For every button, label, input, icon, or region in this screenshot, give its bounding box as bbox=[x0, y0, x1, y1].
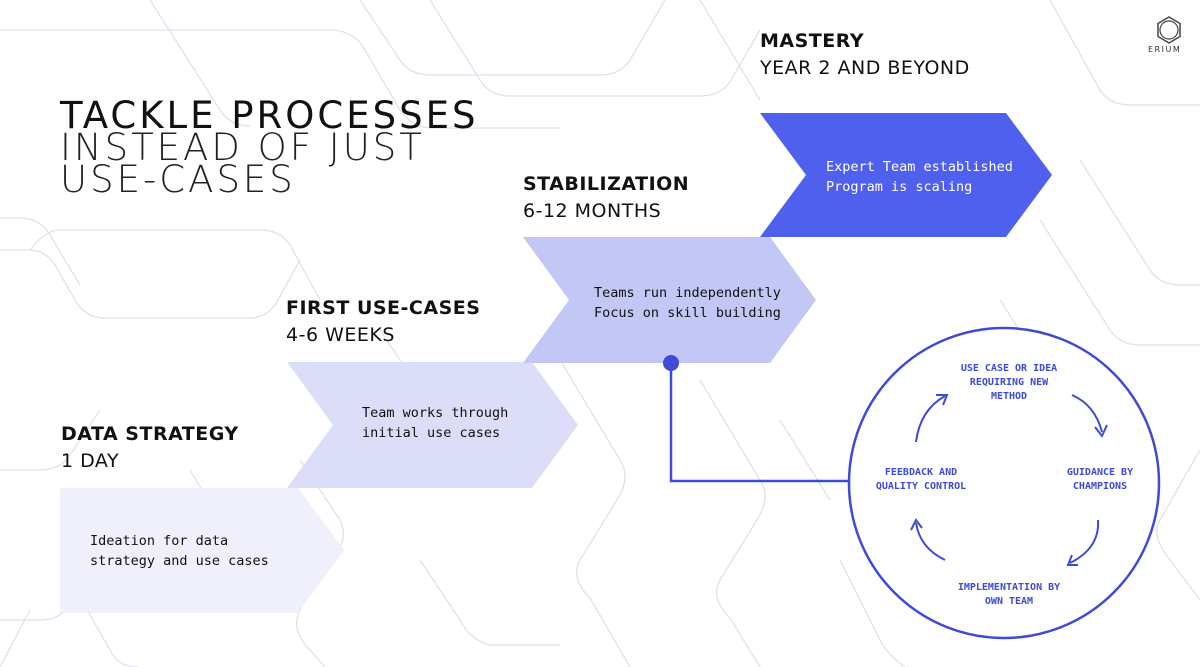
chevron-mastery bbox=[760, 113, 1052, 237]
cycle-line: REQUIRING NEW bbox=[969, 377, 1049, 388]
chevron-data-strategy bbox=[60, 488, 344, 613]
cycle-line: QUALITY CONTROL bbox=[875, 481, 967, 492]
title-line-1: TACKLE PROCESSES bbox=[60, 94, 479, 137]
chevron-stabilization bbox=[523, 237, 816, 363]
stage-name-data-strategy: DATA STRATEGY bbox=[61, 423, 239, 445]
chevron-line: Focus on skill building bbox=[594, 305, 781, 321]
stage-duration-mastery: YEAR 2 AND BEYOND bbox=[760, 57, 970, 79]
stage-duration-stabilization: 6-12 MONTHS bbox=[523, 200, 662, 222]
title-line-3: USE-CASES bbox=[60, 158, 296, 201]
cycle-line: METHOD bbox=[990, 391, 1028, 402]
chevron-text-first-use-cases: Team works through initial use cases bbox=[362, 403, 508, 443]
cycle-step-feedback: FEEBDACK AND QUALITY CONTROL bbox=[855, 466, 987, 494]
chevron-line: Expert Team established bbox=[826, 159, 1013, 175]
chevron-line: Teams run independently bbox=[594, 285, 781, 301]
title-line-2: INSTEAD OF JUST bbox=[60, 126, 425, 169]
connector-dot bbox=[663, 355, 679, 371]
cycle-line: GUIDANCE BY bbox=[1066, 467, 1134, 478]
cycle-step-use-case: USE CASE OR IDEA REQUIRING NEW METHOD bbox=[924, 362, 1094, 404]
hexagon-ring-icon bbox=[1157, 16, 1181, 44]
chevron-line: Team works through bbox=[362, 405, 509, 421]
stage-name-mastery: MASTERY bbox=[760, 30, 865, 52]
chevron-line: Program is scaling bbox=[826, 179, 973, 195]
cycle-arrows bbox=[910, 394, 1108, 566]
cycle-line: FEEBDACK AND bbox=[884, 467, 958, 478]
cycle-line: IMPLEMENTATION BY bbox=[957, 582, 1061, 593]
stage-name-first-use-cases: FIRST USE-CASES bbox=[286, 297, 481, 319]
cycle-step-guidance: GUIDANCE BY CHAMPIONS bbox=[1045, 466, 1155, 494]
chevron-text-stabilization: Teams run independently Focus on skill b… bbox=[594, 283, 781, 323]
stage-name-stabilization: STABILIZATION bbox=[523, 173, 690, 195]
cycle-line: CHAMPIONS bbox=[1072, 481, 1128, 492]
arrow-bottom-left bbox=[915, 522, 946, 561]
cycle-circle bbox=[847, 326, 1161, 640]
arrow-bottom-right bbox=[1069, 519, 1100, 564]
cycle-step-implementation: IMPLEMENTATION BY OWN TEAM bbox=[924, 581, 1094, 609]
logo-text: ERIUM bbox=[1148, 45, 1182, 54]
chevron-line: Ideation for data bbox=[90, 533, 229, 549]
chevron-line: strategy and use cases bbox=[90, 553, 269, 569]
cycle-line: USE CASE OR IDEA bbox=[960, 363, 1058, 374]
chevron-first-use-cases bbox=[287, 362, 578, 488]
stage-duration-data-strategy: 1 DAY bbox=[61, 450, 120, 472]
arrow-top-left bbox=[915, 395, 946, 443]
chevron-text-mastery: Expert Team established Program is scali… bbox=[826, 157, 1013, 197]
stage-duration-first-use-cases: 4-6 WEEKS bbox=[286, 324, 395, 346]
chevron-line: initial use cases bbox=[362, 425, 501, 441]
chevron-text-data-strategy: Ideation for data strategy and use cases bbox=[90, 531, 269, 571]
cycle-line: OWN TEAM bbox=[984, 596, 1034, 607]
arrow-top-right bbox=[1071, 394, 1103, 433]
